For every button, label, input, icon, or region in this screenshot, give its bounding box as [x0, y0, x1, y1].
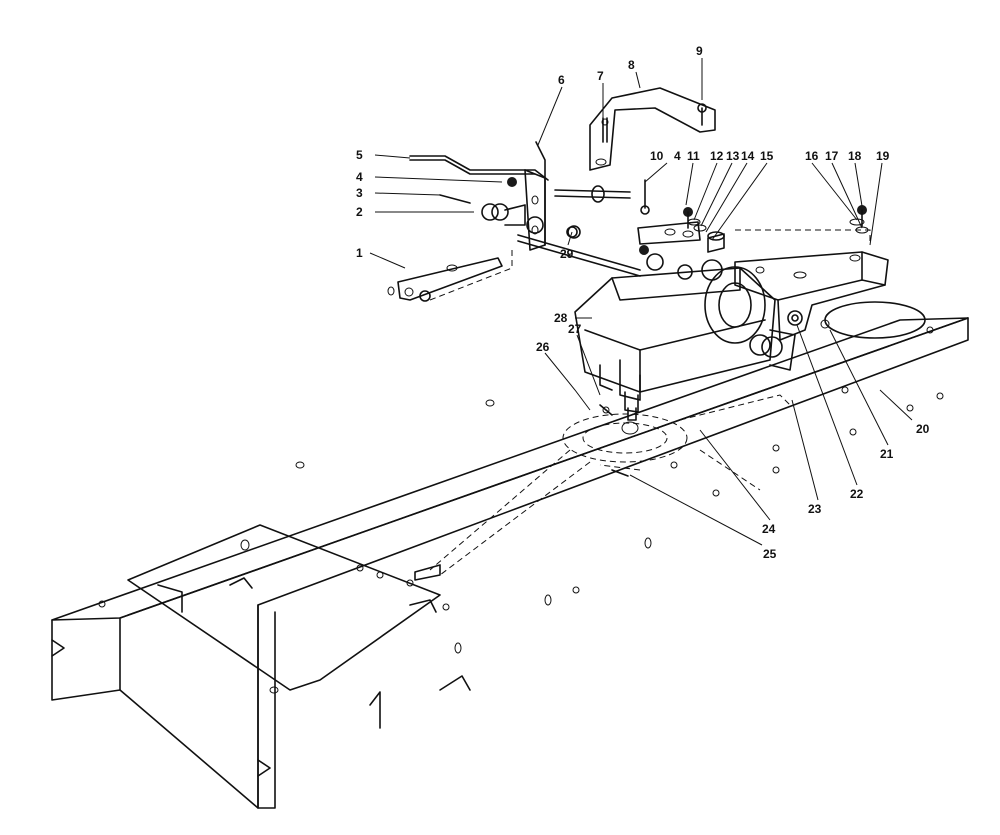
callout-23: 23 [808, 502, 822, 516]
callout-3: 3 [356, 186, 363, 200]
callout-19: 19 [876, 149, 890, 163]
bracket [734, 229, 889, 341]
bracket-1 [387, 250, 513, 302]
callout-8: 8 [628, 58, 635, 72]
callout-13: 13 [726, 149, 740, 163]
callout-7: 7 [597, 69, 604, 83]
callout-4b: 4 [674, 149, 681, 163]
callout-14: 14 [741, 149, 755, 163]
callout-17: 17 [825, 149, 839, 163]
callout-21: 21 [880, 447, 894, 461]
callout-24: 24 [762, 522, 776, 536]
callout-4a: 4 [356, 170, 363, 184]
callout-20: 20 [916, 422, 930, 436]
transmission [574, 253, 776, 421]
callout-12: 12 [710, 149, 724, 163]
callout-5: 5 [356, 148, 363, 162]
pulley-and-belt [414, 394, 791, 581]
callout-labels: 1 2 3 4 5 6 7 8 9 10 4 11 12 13 14 15 16… [356, 44, 930, 561]
callout-16: 16 [805, 149, 819, 163]
callout-6: 6 [558, 73, 565, 87]
hardware-21-29 [566, 226, 830, 477]
frame-holes [98, 326, 944, 694]
callout-9: 9 [696, 44, 703, 58]
rod [517, 185, 641, 277]
callout-2: 2 [356, 205, 363, 219]
callout-27: 27 [568, 322, 582, 336]
callout-10: 10 [650, 149, 664, 163]
callout-15: 15 [760, 149, 774, 163]
frame [51, 301, 969, 809]
shift-lever [409, 141, 549, 251]
leader-lines [369, 58, 913, 546]
callout-11: 11 [687, 149, 700, 163]
callout-29: 29 [560, 247, 574, 261]
callout-26: 26 [536, 340, 550, 354]
linkage [439, 194, 581, 239]
callout-28: 28 [554, 311, 568, 325]
mounting-arm [589, 87, 716, 171]
callout-1: 1 [356, 246, 363, 260]
callout-22: 22 [850, 487, 864, 501]
callout-18: 18 [848, 149, 862, 163]
callout-25: 25 [763, 547, 777, 561]
small-hardware [637, 179, 869, 255]
